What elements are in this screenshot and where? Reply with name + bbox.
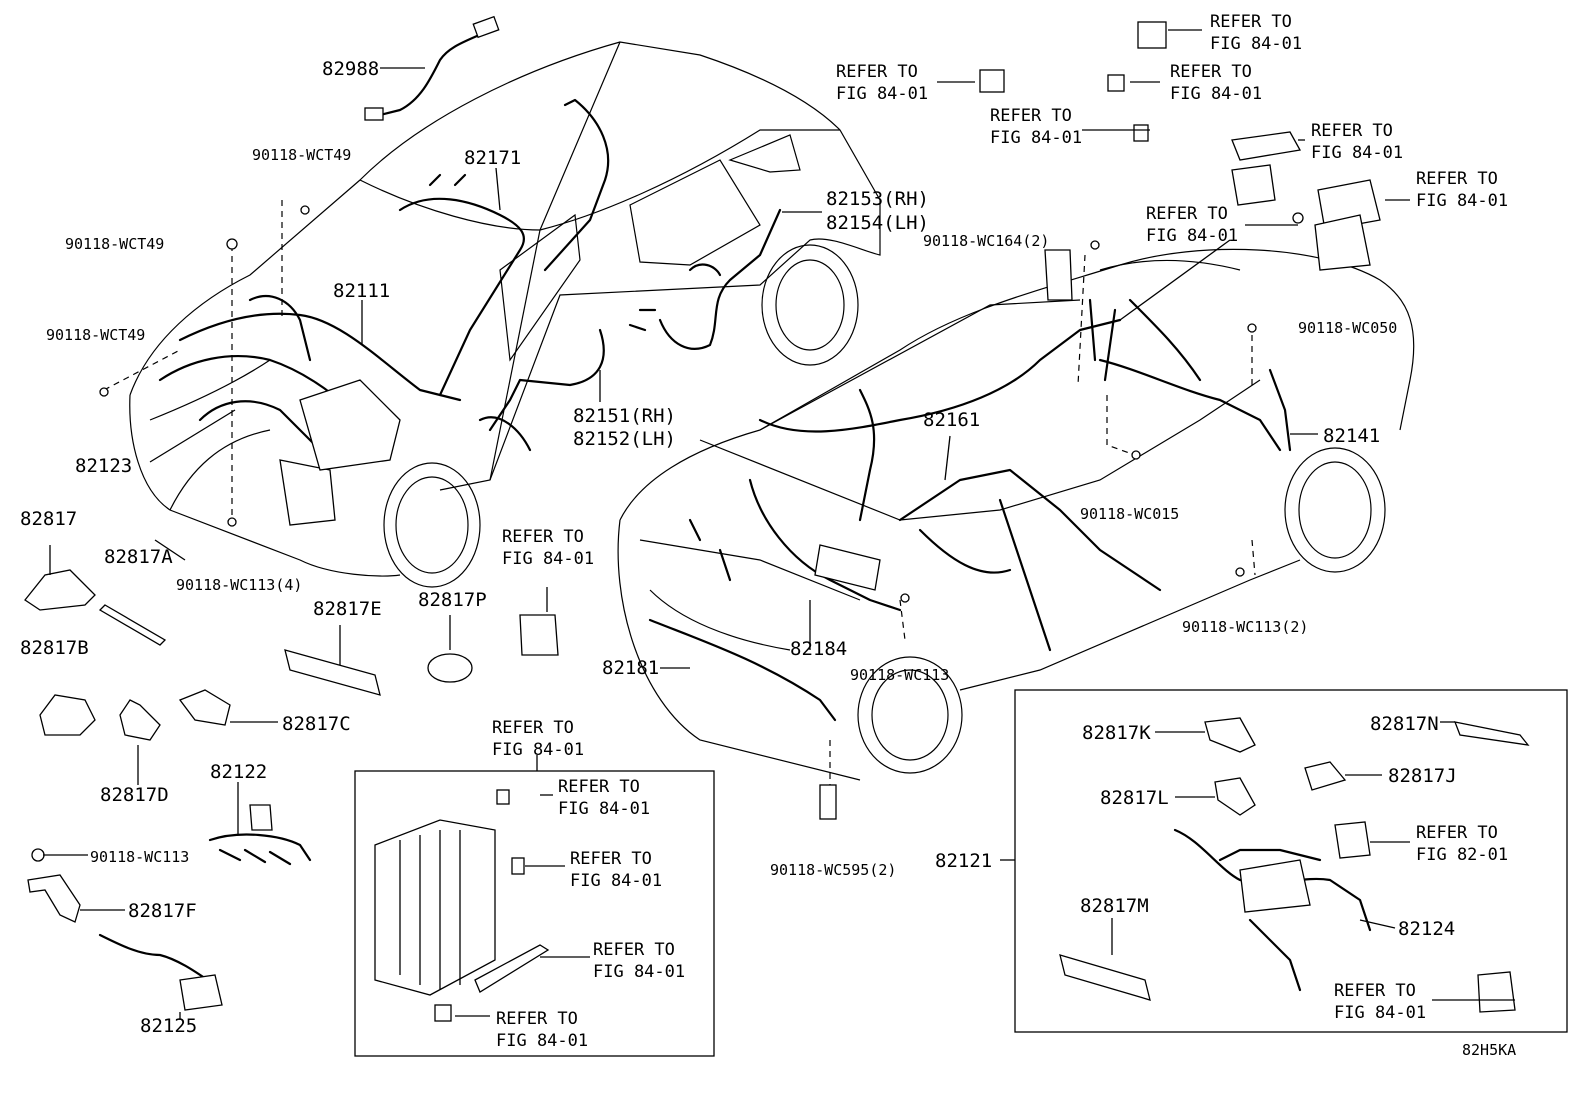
refer-label: REFER TO <box>1146 204 1228 224</box>
label-82817: 82817 <box>20 508 77 530</box>
label-82817A: 82817A <box>104 546 173 568</box>
refer-fig-label: FIG 84-01 <box>502 549 594 569</box>
bracket-82817D <box>119 699 161 785</box>
front-vehicle-outline <box>129 41 881 588</box>
refer-fig-label: FIG 84-01 <box>558 799 650 819</box>
label-bolt-wc113-b: 90118-WC113 <box>850 666 949 684</box>
label-bolt-wc113-a: 90118-WC113 <box>90 848 189 866</box>
label-82122: 82122 <box>210 761 267 783</box>
grommet-82817P <box>427 615 473 683</box>
rear-vehicle-outline <box>617 248 1415 781</box>
refer-label: REFER TO <box>502 527 584 547</box>
label-82124: 82124 <box>1398 918 1455 940</box>
label-bolt-wc164-2: 90118-WC164(2) <box>923 232 1049 250</box>
label-82153: 82153(RH) <box>826 188 929 210</box>
refer-fig-label: FIG 84-01 <box>1146 226 1238 246</box>
label-82181: 82181 <box>602 657 659 679</box>
refer-label: REFER TO <box>1334 981 1416 1001</box>
clip-strip-82817E <box>284 625 381 696</box>
refer-label: REFER TO <box>570 849 652 869</box>
harness-82122 <box>208 782 312 866</box>
bolt-dashed-lines <box>103 200 1256 790</box>
leader-lines <box>43 29 1515 1017</box>
label-bolt-wc015: 90118-WC015 <box>1080 505 1179 523</box>
diagram-code: 82H5KA <box>1462 1041 1516 1059</box>
relay-parts-top <box>979 21 1381 321</box>
refer-fig-label: FIG 84-01 <box>492 740 584 760</box>
front-vehicle-harnesses <box>158 98 782 526</box>
label-82817M: 82817M <box>1080 895 1149 917</box>
label-82111: 82111 <box>333 280 390 302</box>
label-82141: 82141 <box>1323 425 1380 447</box>
label-82161: 82161 <box>923 409 980 431</box>
refer-label: REFER TO <box>593 940 675 960</box>
refer-fig-label: FIG 84-01 <box>570 871 662 891</box>
label-82817B: 82817B <box>20 637 89 659</box>
label-bolt-wc113-4: 90118-WC113(4) <box>176 576 302 594</box>
bracket-82817C <box>178 689 278 726</box>
label-82817C: 82817C <box>282 713 351 735</box>
bracket-82817B <box>39 694 96 736</box>
refer-label: REFER TO <box>496 1009 578 1029</box>
bolt-icons <box>99 205 1304 820</box>
bar-82817A <box>98 604 167 646</box>
refer-label: REFER TO <box>492 718 574 738</box>
label-82817K: 82817K <box>1082 722 1151 744</box>
harness-82125 <box>98 933 223 1020</box>
label-bolt-wc595-2: 90118-WC595(2) <box>770 861 896 879</box>
label-82988: 82988 <box>322 58 379 80</box>
refer-label: REFER TO <box>836 62 918 82</box>
part-number-labels: 82988 82171 82153(RH) 82154(LH) 82111 82… <box>20 58 1457 1037</box>
label-82123: 82123 <box>75 455 132 477</box>
label-82817D: 82817D <box>100 784 169 806</box>
refer-label: REFER TO <box>1416 169 1498 189</box>
label-82152: 82152(LH) <box>573 428 676 450</box>
refer-fig-label: FIG 84-01 <box>1416 191 1508 211</box>
refer-label: REFER TO <box>1311 121 1393 141</box>
connector-block-82817-refer <box>519 614 559 656</box>
refer-fig-label: FIG 84-01 <box>1311 143 1403 163</box>
label-82817N: 82817N <box>1370 713 1439 735</box>
label-82817E: 82817E <box>313 598 382 620</box>
bolt-labels: 90118-WCT49 90118-WCT49 90118-WCT49 9011… <box>46 146 1397 879</box>
refer-label: REFER TO <box>1210 12 1292 32</box>
label-82184: 82184 <box>790 638 847 660</box>
refer-fig-label: FIG 84-01 <box>1170 84 1262 104</box>
label-82151: 82151(RH) <box>573 405 676 427</box>
refer-fig-label: FIG 84-01 <box>593 962 685 982</box>
label-bolt-wc050: 90118-WC050 <box>1298 319 1397 337</box>
label-bolt-wc113-2: 90118-WC113(2) <box>1182 618 1308 636</box>
label-82154: 82154(LH) <box>826 212 929 234</box>
refer-fig-label: FIG 84-01 <box>1334 1003 1426 1023</box>
refer-fig-label: FIG 84-01 <box>990 128 1082 148</box>
label-bolt-wct49-a: 90118-WCT49 <box>252 146 351 164</box>
inset-box-ecu-parts <box>354 755 715 1057</box>
bracket-82817F <box>27 848 81 923</box>
label-82817J: 82817J <box>1388 765 1457 787</box>
harness-82988 <box>364 15 500 121</box>
refer-label: REFER TO <box>1416 823 1498 843</box>
label-82817F: 82817F <box>128 900 197 922</box>
label-82817P: 82817P <box>418 589 487 611</box>
label-82817L: 82817L <box>1100 787 1169 809</box>
label-bolt-wct49-b: 90118-WCT49 <box>65 235 164 253</box>
refer-fig-label: FIG 82-01 <box>1416 845 1508 865</box>
refer-label: REFER TO <box>1170 62 1252 82</box>
refer-fig-label: FIG 84-01 <box>1210 34 1302 54</box>
refer-to-labels: REFER TO FIG 84-01 REFER TO FIG 84-01 RE… <box>492 12 1508 1051</box>
refer-label: REFER TO <box>990 106 1072 126</box>
label-82125: 82125 <box>140 1015 197 1037</box>
label-bolt-wct49-c: 90118-WCT49 <box>46 326 145 344</box>
rear-vehicle-harnesses <box>648 249 1292 722</box>
refer-fig-label: FIG 84-01 <box>836 84 928 104</box>
inset-box-engine-parts <box>1000 689 1568 1033</box>
refer-label: REFER TO <box>558 777 640 797</box>
label-82171: 82171 <box>464 147 521 169</box>
label-82121: 82121 <box>935 850 992 872</box>
bracket-82817 <box>24 545 96 611</box>
refer-fig-label: FIG 84-01 <box>496 1031 588 1051</box>
